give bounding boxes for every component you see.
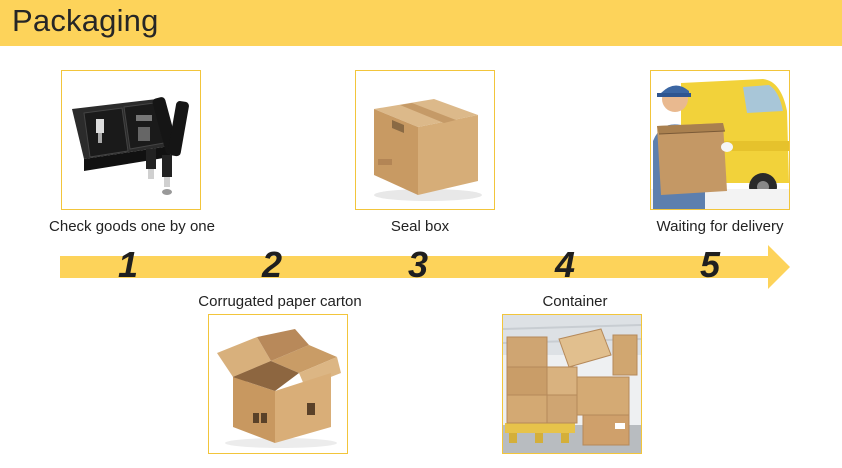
- step-3-image: [355, 70, 495, 210]
- step-4-label: Container: [542, 293, 608, 310]
- timeline-arrow: [60, 245, 790, 289]
- step-4-number: 4: [555, 244, 576, 285]
- step-4-image: [502, 314, 642, 454]
- step-1-image: [61, 70, 201, 210]
- step-3-number: 3: [408, 244, 429, 285]
- step-3-label: Seal box: [390, 218, 450, 235]
- page-title: Packaging: [12, 3, 159, 38]
- step-5-label: Waiting for delivery: [656, 218, 784, 235]
- step-5-image: [650, 70, 790, 210]
- step-2-image: [208, 314, 348, 454]
- step-5-number: 5: [700, 244, 721, 285]
- page-header: Packaging: [0, 0, 842, 46]
- step-2-label: Corrugated paper carton: [198, 293, 362, 310]
- step-1-label: Check goods one by one: [49, 218, 215, 235]
- step-2-number: 2: [262, 244, 283, 285]
- step-1-number: 1: [118, 244, 139, 285]
